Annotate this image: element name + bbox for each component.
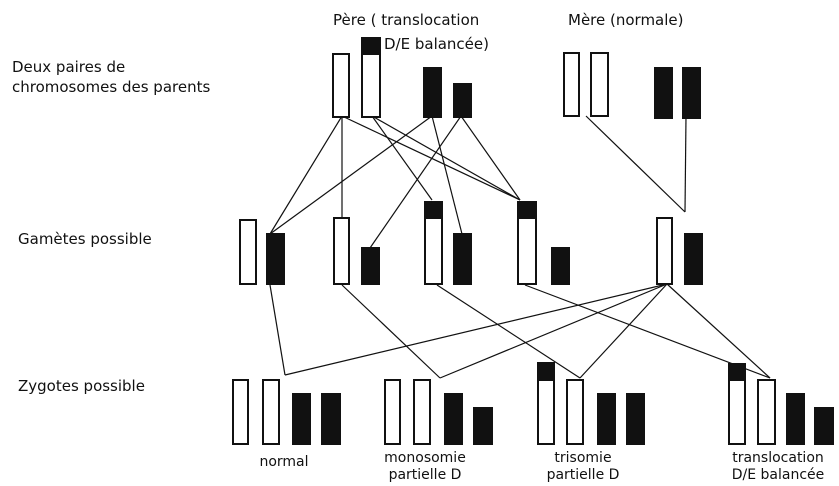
line-gm-z4 [666,283,771,379]
zygote-trisomy [537,362,645,445]
zygote-1-e2 [321,393,341,445]
zygote-3-d2 [566,379,584,445]
mother-chromosome-e1 [654,67,673,119]
zygote-1-d1 [232,379,249,445]
line-gm-z2 [439,283,668,379]
zygote-3-e1 [597,393,616,445]
zygote-4-e-deleted [814,407,834,445]
mother-title: Mère (normale) [568,11,684,29]
gamete-3-e [453,233,472,285]
gamete-4-d-translocated [517,217,537,285]
line-m1-gm [585,115,686,213]
gamete-mother-e [684,233,703,285]
line-f2-g3 [371,115,433,201]
father-chromosome-e-deleted [453,83,472,118]
zygote-label-translocation-1: translocation [732,450,824,466]
gamete-3-d-translocated [424,217,443,285]
zygote-label-monosomy-2: partielle D [389,467,462,483]
gamete-mother-d [656,217,673,285]
father-chromosome-translocated-segment [361,37,381,55]
line-f3-g4 [431,115,463,235]
line-g3-z3 [436,284,581,379]
zygote-monosomy [384,379,493,445]
line-f1-g5 [341,115,521,201]
gamete-2-e-deleted [361,247,380,285]
mother-chromosomes [563,52,701,119]
zygote-4-translocated-segment [728,363,746,381]
gamete-4-e-deleted [551,247,570,285]
mother-chromosome-d2 [590,52,609,117]
zygote-3-translocated-segment [537,362,555,381]
father-title: Père ( translocation [333,11,479,29]
line-f2-g5 [371,115,521,201]
zygote-label-translocation-2: D/E balancée [732,467,825,483]
mother-chromosome-e2 [682,67,701,119]
gamete-1-d [239,219,257,285]
zygote-normal [232,379,341,445]
father-title-2: D/E balancée) [384,35,489,53]
line-f4-g2b [369,115,462,249]
father-chromosome-d-translocated [361,53,381,118]
zygote-2-e-deleted [473,407,493,445]
row-label-zygotes: Zygotes possible [18,377,145,395]
line-g5-z4 [524,284,771,379]
row-label-parents-line1: Deux paires de [12,58,125,76]
line-f1-g1 [269,115,343,235]
zygote-balanced-translocation [728,363,834,445]
zygote-4-d2 [757,379,776,445]
zygote-3-e2 [626,393,645,445]
zygote-label-normal: normal [259,454,308,470]
line-f4-g5 [460,115,521,201]
zygote-4-d-translocated [728,379,746,445]
zygote-3-d-translocated [537,379,555,445]
father-chromosome-e-normal [423,67,442,118]
row-label-parents-line2: chromosomes des parents [12,78,210,96]
gamete-4-translocated-segment [517,201,537,219]
line-g1-z1 [269,284,286,376]
mother-chromosome-d1 [563,52,580,117]
zygote-4-e1 [786,393,805,445]
father-chromosomes [332,37,472,118]
row-label-gametes: Gamètes possible [18,230,152,248]
line-g2-z2 [341,284,441,379]
gametes [239,201,703,285]
zygote-1-d2 [262,379,280,445]
zygote-1-e1 [292,393,311,445]
inheritance-lines [269,115,771,379]
father-chromosome-d-normal [332,53,350,118]
line-m2-gm [684,115,687,213]
zygote-label-monosomy-1: monosomie [384,450,466,466]
line-gm-z3 [579,283,668,379]
zygote-label-trisomy-1: trisomie [554,450,611,466]
zygote-2-d2 [413,379,431,445]
gamete-3-translocated-segment [424,201,443,219]
gamete-1-e [266,233,285,285]
zygote-2-e1 [444,393,463,445]
zygote-2-d1 [384,379,401,445]
line-gm-z1 [284,283,668,376]
line-f3-g1 [269,115,433,235]
zygote-label-trisomy-2: partielle D [547,467,620,483]
gamete-2-d [333,217,350,285]
